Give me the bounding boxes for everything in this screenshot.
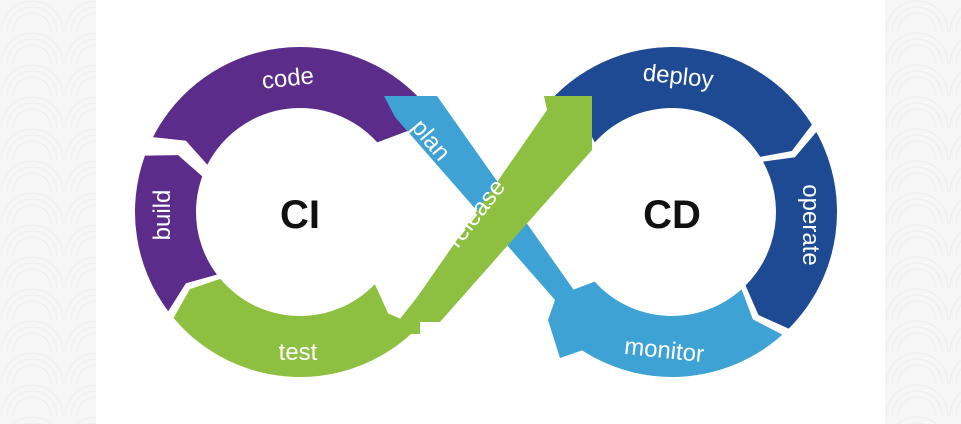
stage-segment-code <box>152 47 423 165</box>
stage-label-build: build <box>149 190 176 241</box>
background-pattern-left <box>0 0 96 424</box>
ci-label: CI <box>280 193 320 237</box>
stage-label-test: test <box>279 339 318 366</box>
stage-segment-plan-join <box>548 320 612 358</box>
stage-segment-build <box>134 155 217 312</box>
stage-segment-monitor <box>549 281 783 377</box>
stage-label-operate: operate <box>797 184 824 265</box>
stage-segment-test <box>173 278 419 377</box>
stage-segment-deploy <box>549 47 812 157</box>
cd-label: CD <box>643 193 701 237</box>
stage-label-code: code <box>261 62 316 94</box>
stage-segment-operate <box>745 132 838 329</box>
background-pattern-right <box>885 0 961 424</box>
stage-segment-release <box>388 96 592 334</box>
